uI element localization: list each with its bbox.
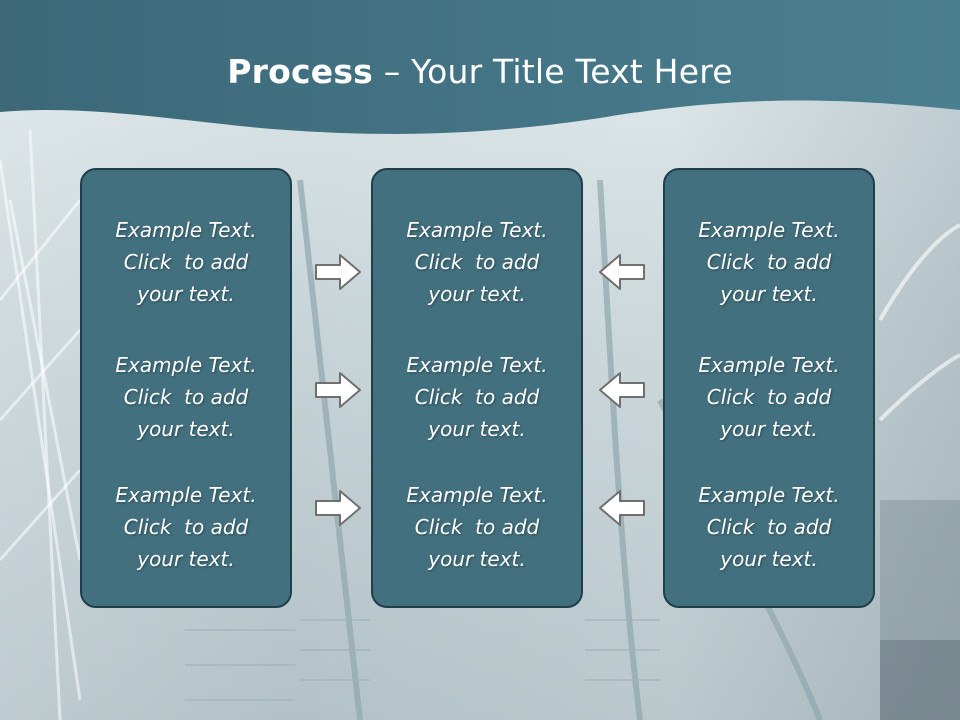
text-line: Example Text. — [406, 483, 548, 507]
text-line: Click to add — [414, 250, 540, 274]
title-rest-text: – Your Title Text Here — [373, 52, 733, 91]
text-line: your text. — [428, 282, 526, 306]
text-line: your text. — [720, 547, 818, 571]
process-panel-right[interactable]: Example Text. Click to add your text. Ex… — [663, 168, 875, 608]
text-line: Example Text. — [406, 353, 548, 377]
text-line: Example Text. — [115, 218, 257, 242]
text-placeholder[interactable]: Example Text. Click to add your text. — [82, 479, 290, 575]
text-placeholder[interactable]: Example Text. Click to add your text. — [373, 349, 581, 445]
arrow-left-icon[interactable] — [598, 488, 646, 528]
text-placeholder[interactable]: Example Text. Click to add your text. — [82, 214, 290, 310]
text-line: Example Text. — [698, 218, 840, 242]
text-line: Example Text. — [115, 353, 257, 377]
text-line: your text. — [720, 417, 818, 441]
text-line: Click to add — [123, 515, 249, 539]
text-line: Click to add — [414, 385, 540, 409]
text-line: Click to add — [123, 385, 249, 409]
text-line: your text. — [428, 417, 526, 441]
text-line: Click to add — [414, 515, 540, 539]
arrow-right-icon[interactable] — [314, 488, 362, 528]
text-line: Example Text. — [115, 483, 257, 507]
text-line: your text. — [137, 547, 235, 571]
text-line: Example Text. — [406, 218, 548, 242]
text-placeholder[interactable]: Example Text. Click to add your text. — [373, 214, 581, 310]
text-placeholder[interactable]: Example Text. Click to add your text. — [82, 349, 290, 445]
title-bold-text: Process — [227, 52, 374, 91]
text-line: Example Text. — [698, 353, 840, 377]
text-line: Click to add — [706, 515, 832, 539]
text-line: your text. — [720, 282, 818, 306]
text-line: Click to add — [123, 250, 249, 274]
text-line: Click to add — [706, 250, 832, 274]
process-panel-left[interactable]: Example Text. Click to add your text. Ex… — [80, 168, 292, 608]
text-line: Example Text. — [698, 483, 840, 507]
text-line: Click to add — [706, 385, 832, 409]
text-line: your text. — [428, 547, 526, 571]
text-placeholder[interactable]: Example Text. Click to add your text. — [665, 214, 873, 310]
arrow-right-icon[interactable] — [314, 370, 362, 410]
process-panel-center[interactable]: Example Text. Click to add your text. Ex… — [371, 168, 583, 608]
title-banner-shape — [0, 0, 960, 134]
text-line: your text. — [137, 282, 235, 306]
text-placeholder[interactable]: Example Text. Click to add your text. — [373, 479, 581, 575]
arrow-right-icon[interactable] — [314, 252, 362, 292]
text-placeholder[interactable]: Example Text. Click to add your text. — [665, 349, 873, 445]
text-line: your text. — [137, 417, 235, 441]
slide-title[interactable]: Process – Your Title Text Here — [0, 52, 960, 91]
title-banner: Process – Your Title Text Here — [0, 0, 960, 140]
text-placeholder[interactable]: Example Text. Click to add your text. — [665, 479, 873, 575]
arrow-left-icon[interactable] — [598, 370, 646, 410]
arrow-left-icon[interactable] — [598, 252, 646, 292]
